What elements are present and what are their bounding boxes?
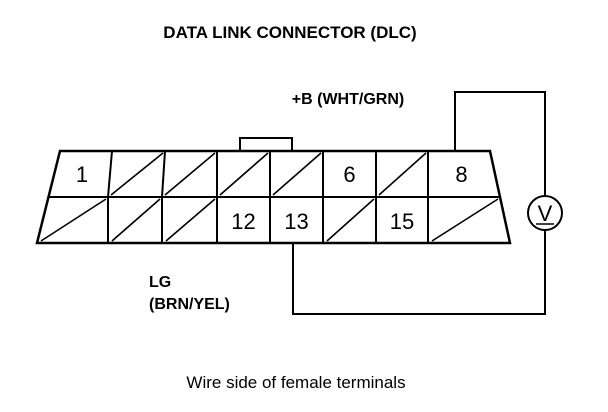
cell-slash: [40, 198, 107, 242]
ground-label-color: (BRN/YEL): [149, 296, 230, 313]
pin-number-12: 12: [231, 209, 255, 234]
ground-label-lg: LG: [149, 274, 171, 291]
cell-slash: [219, 152, 269, 196]
cell-slash: [165, 198, 216, 242]
cell-slash: [111, 198, 161, 242]
cell-slash: [431, 198, 499, 242]
top-row-dividers: [107, 150, 429, 198]
plus-b-wire: [454, 91, 546, 196]
pin-number-15: 15: [390, 209, 414, 234]
cell-slash: [164, 152, 216, 196]
cell-slash: [272, 152, 322, 196]
empty-cell-slashes: [40, 152, 499, 242]
cell-slash: [326, 198, 375, 242]
pin-number-13: 13: [284, 209, 308, 234]
cell-slash: [378, 152, 427, 196]
voltmeter-symbol: V: [538, 201, 553, 226]
pin-number-1: 1: [76, 162, 88, 187]
pin-number-8: 8: [455, 162, 467, 187]
cell-divider: [161, 150, 166, 198]
plus-b-label: +B (WHT/GRN): [292, 91, 404, 108]
bottom-row-dividers: [107, 197, 429, 243]
diagram-title: DATA LINK CONNECTOR (DLC): [163, 23, 416, 42]
pin-number-6: 6: [343, 162, 355, 187]
cell-slash: [110, 152, 164, 196]
ground-wire: [292, 230, 546, 315]
pin-labels: 1 6 8 12 13 15: [76, 162, 468, 234]
cell-divider: [107, 150, 113, 198]
diagram-caption: Wire side of female terminals: [186, 373, 405, 392]
